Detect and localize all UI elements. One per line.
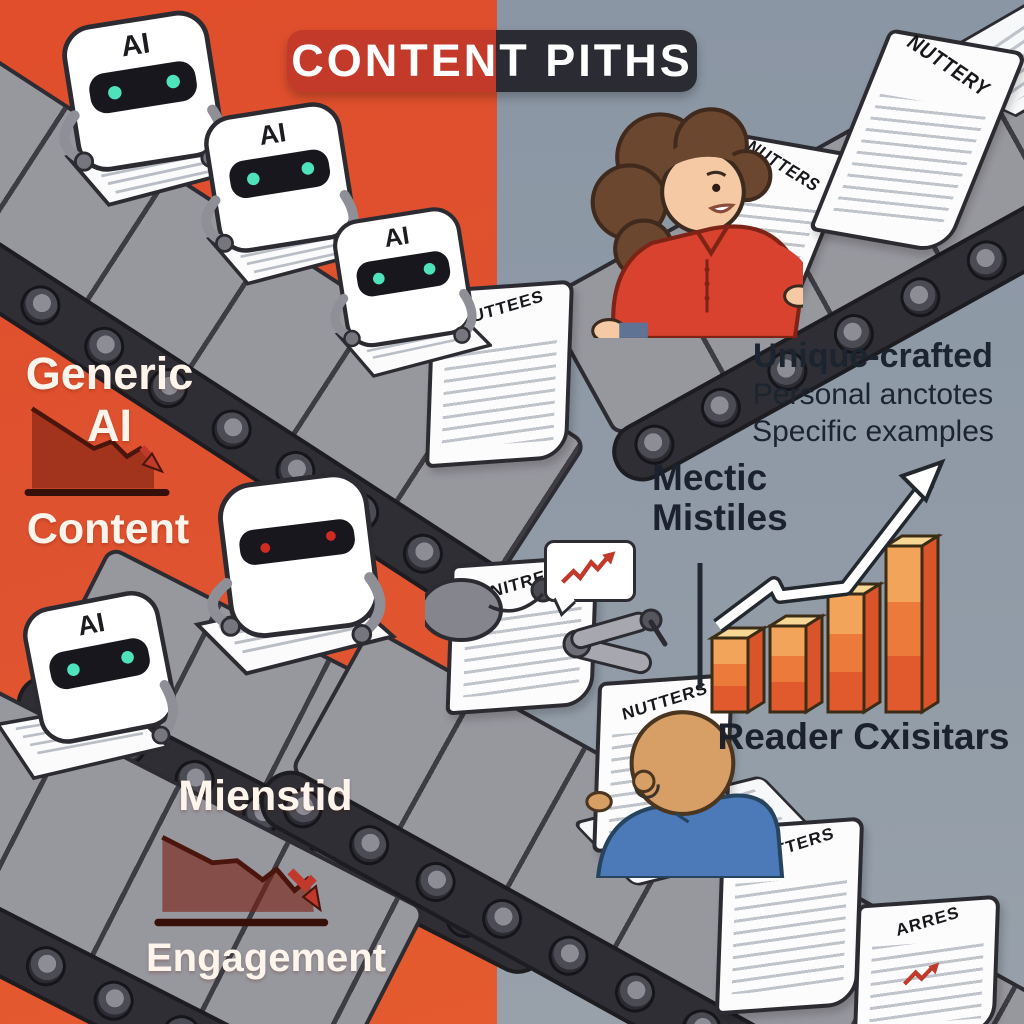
arm-cord (488, 592, 545, 613)
robot-visor (356, 251, 451, 297)
declining-chart-content (24, 406, 170, 496)
robot-ai-label: AI (119, 27, 152, 63)
belt-roller (893, 270, 948, 325)
generic-ai-caption: Generic AI (12, 348, 207, 452)
woman-eye (712, 183, 721, 192)
robot-visor (229, 149, 331, 199)
woman-smile (707, 203, 736, 214)
chart-arrow-shaft (287, 868, 317, 893)
up-arrow (713, 458, 946, 633)
belt-roller (0, 236, 5, 292)
bar-4 (880, 533, 944, 715)
robot-eye (108, 85, 122, 100)
chart-arrow-head (141, 451, 165, 474)
belt-roller (0, 904, 6, 959)
belt-roller (408, 854, 463, 910)
paper-arres: ARRES (852, 894, 1001, 1024)
belt-roller (86, 973, 141, 1024)
robot-eye (301, 162, 315, 175)
woman-writer (590, 107, 803, 338)
metrics-line: Mistiles (652, 497, 788, 538)
robot-eye (67, 663, 80, 676)
robot-ai-label: AI (382, 221, 411, 253)
robot-eye (247, 172, 260, 186)
mini-red-chart-icon (902, 961, 939, 986)
engagement-caption: Engagement (146, 936, 387, 980)
robot-hand (453, 326, 471, 344)
robot-eye (423, 263, 436, 275)
up-trend-icon (561, 551, 616, 584)
reading-man (585, 710, 785, 878)
chart-arrow-head (301, 884, 322, 913)
metrics-line: Mectic (652, 457, 768, 498)
belt-roller (607, 965, 663, 1020)
ai-robot-2: AI (201, 102, 375, 286)
robot-hand (351, 624, 373, 645)
robot-eye (166, 74, 180, 89)
chart-fill (162, 837, 314, 912)
ai-robot-1: AI (59, 10, 245, 207)
ai-robot-5: AI (0, 591, 178, 781)
woman-collar (695, 225, 730, 258)
page-title: CONTENT PITHS (291, 35, 693, 86)
robot-ai-label: AI (257, 117, 288, 151)
robot-visor (49, 638, 150, 690)
mienstid-caption: Mienstid (178, 772, 353, 820)
belt-roller (541, 928, 596, 983)
bar-1 (706, 625, 770, 715)
title-banner: CONTENT PITHS (287, 30, 697, 92)
robot-eye (260, 543, 271, 553)
benefits-subline: Specific examples (752, 415, 994, 448)
robot-hand (215, 233, 234, 253)
chart-line (30, 406, 144, 460)
robot-hand (343, 329, 361, 348)
robot-hand (220, 616, 241, 637)
belt-roller (19, 939, 73, 994)
belt-roller (154, 1008, 209, 1024)
arm-pen (648, 619, 668, 647)
woman-hair (590, 107, 773, 280)
caption-line: AI (87, 400, 132, 451)
growing-bars-chart (697, 458, 946, 715)
robot-eye (325, 531, 336, 541)
robotic-writing-arm (425, 577, 668, 675)
man-ear (632, 769, 656, 794)
man-collar (675, 812, 690, 824)
belt-roller (474, 891, 530, 947)
robot-hand (73, 151, 95, 172)
reader-caption: Reader Cxisitars (717, 716, 1010, 757)
declining-chart-engagement (154, 835, 329, 927)
belt-roller (12, 277, 69, 334)
unique-benefits-caption: Unique-crafted Personal anctotes Specifi… (728, 336, 1018, 450)
paper-lines (731, 875, 848, 995)
arm-shoulder (425, 578, 503, 642)
man-glasses (634, 784, 660, 799)
woman-hand (783, 284, 803, 308)
robot-visor (239, 519, 355, 565)
metrics-caption: Mectic Mistiles (652, 458, 862, 538)
man-hand (585, 791, 613, 813)
woman-jeans (619, 322, 648, 338)
caption-line: Generic (25, 348, 194, 399)
benefits-subline: Personal anctotes (752, 378, 994, 411)
robot-eye (372, 272, 385, 285)
robot-ai-label: AI (75, 607, 107, 642)
bar-3 (822, 581, 886, 715)
belt-roller (341, 818, 397, 873)
woman-brow (706, 170, 727, 177)
bar-2 (764, 613, 828, 715)
trend-speech-bubble (544, 540, 636, 602)
chart-line (161, 835, 312, 894)
robot-eye (121, 651, 134, 664)
content-caption: Content (26, 505, 190, 553)
ai-robot-3: AI (330, 207, 492, 378)
belt-roller (959, 233, 1015, 288)
robot-hand (151, 725, 171, 745)
woman-fringe (660, 140, 738, 180)
belt-roller (203, 401, 260, 458)
robot-visor (89, 61, 197, 114)
ai-robot-4 (193, 472, 398, 676)
benefits-headline: Unique-crafted (753, 337, 993, 375)
